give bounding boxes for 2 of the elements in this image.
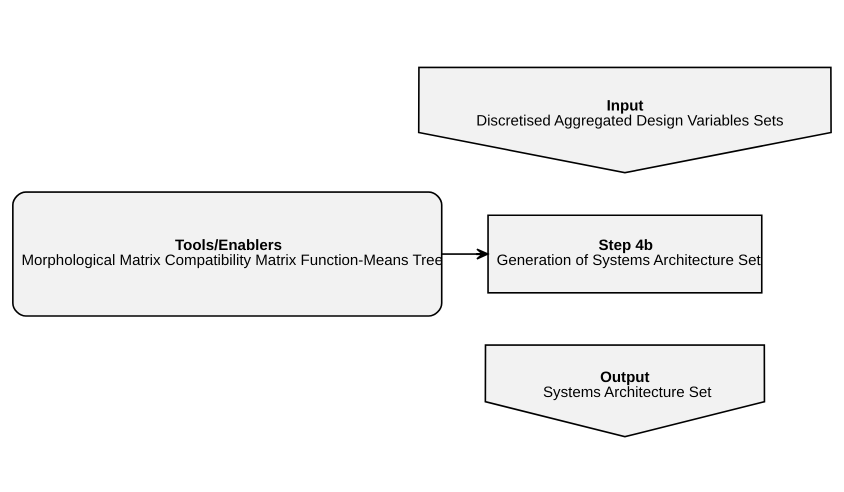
arrow xyxy=(442,248,489,260)
node-box: Step 4b Generation of Systems Architecture Set xyxy=(487,214,763,294)
